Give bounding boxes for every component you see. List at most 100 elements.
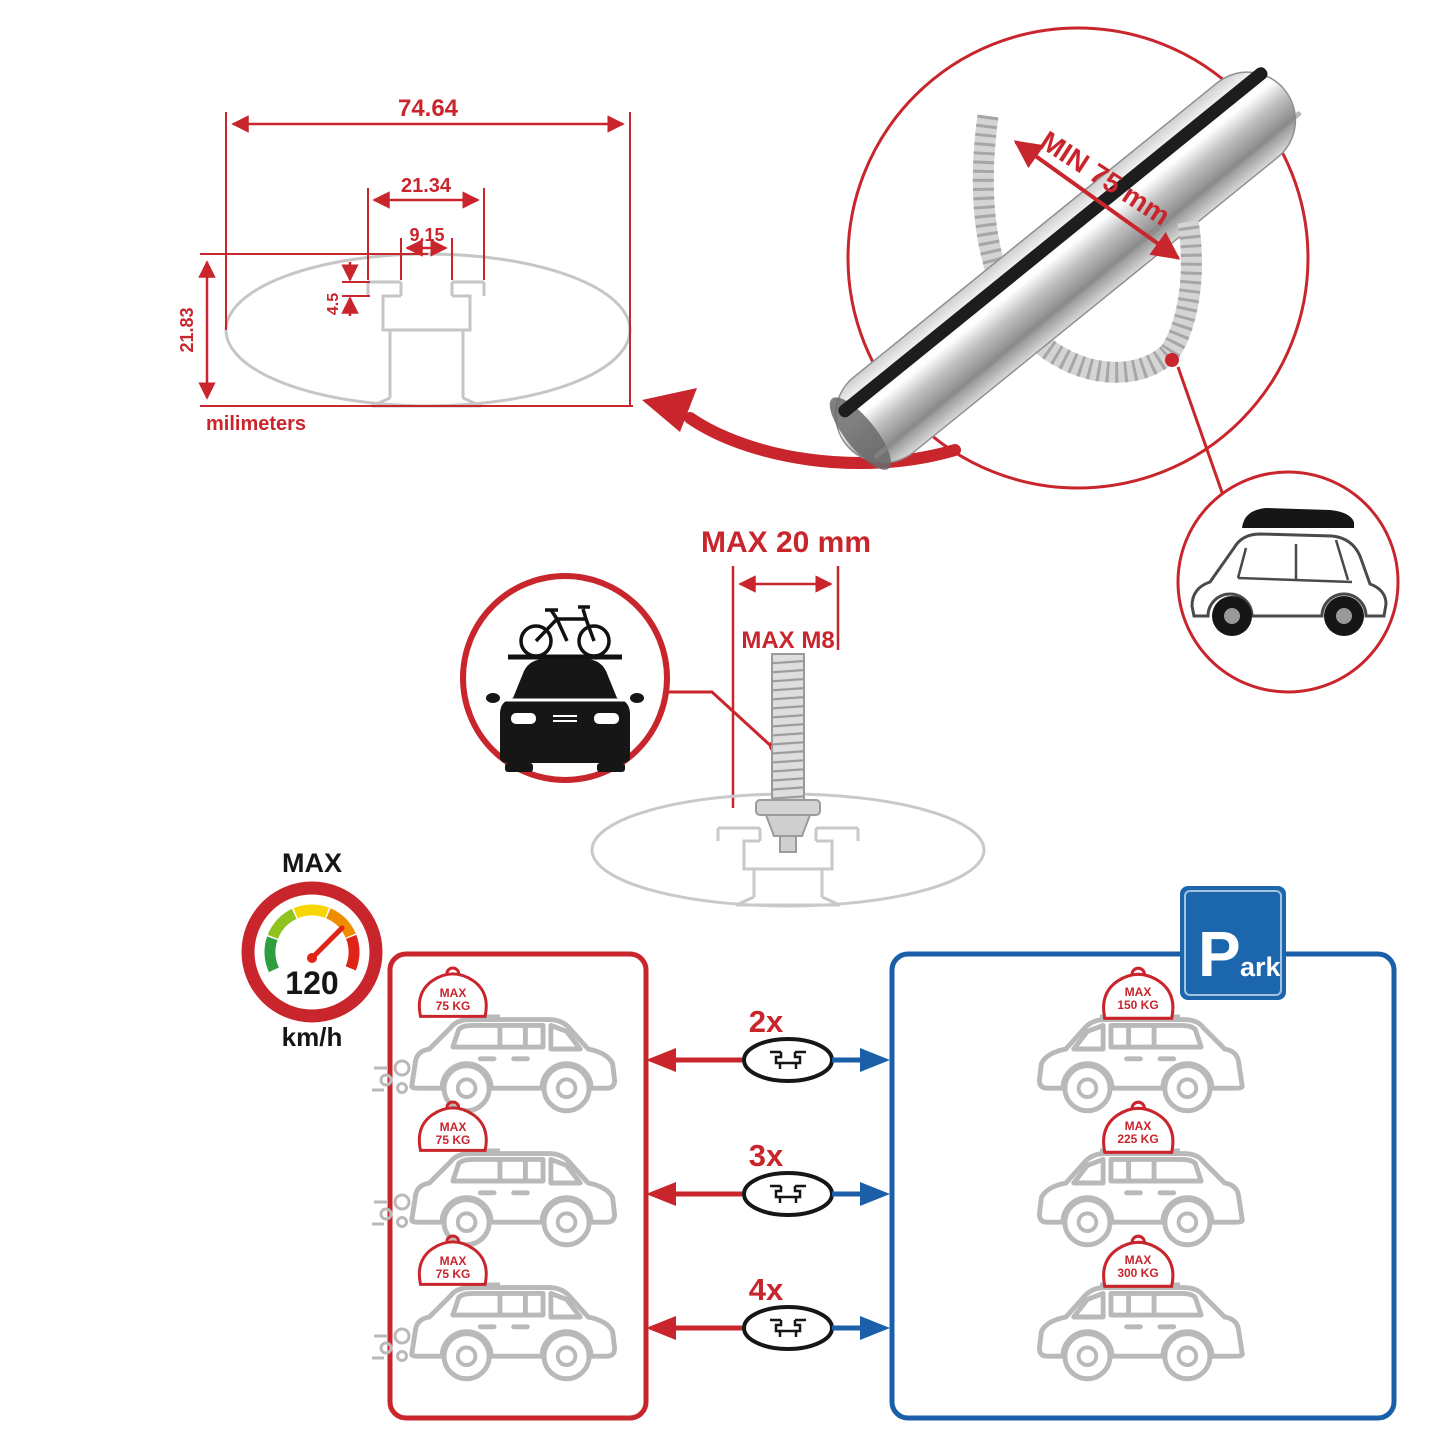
suv-car <box>412 1154 615 1245</box>
crossbar-body <box>834 71 1297 464</box>
car-left-headlight <box>511 713 536 724</box>
gauge-needle <box>309 925 345 961</box>
gauge-needle-pivot <box>307 953 317 963</box>
suv-rear-hub <box>1336 608 1352 624</box>
suv-car <box>1039 1154 1242 1245</box>
crossbar-section-icon <box>742 1305 834 1351</box>
detail-circle <box>846 26 1310 490</box>
gauge-arc-yellow <box>293 904 329 919</box>
bolt-head <box>764 814 812 837</box>
clamp-hook-front-threads <box>1161 220 1202 358</box>
park-sign-frame <box>1184 890 1282 996</box>
speed-title: MAX <box>282 848 342 878</box>
crossbar-profile-drawing: 74.64 21.34 9.15 4.5 21.83 milimeters <box>177 95 633 435</box>
roof-load-max: MAX <box>1125 985 1152 999</box>
gauge-arc-orange <box>325 908 356 939</box>
bolt-detail: MAX 20 mm MAX M8 <box>460 526 986 908</box>
car-left-mirror <box>486 693 500 703</box>
bolt-collar <box>755 799 821 816</box>
speed-unit: km/h <box>282 1022 343 1052</box>
driving-car-row-2: MAX 75 KG <box>372 1100 615 1245</box>
park-sign-suffix: ark <box>1240 952 1282 982</box>
crossbar-shadow-line <box>873 111 1302 459</box>
clamp-hook-rear-threads <box>972 114 1178 383</box>
multiplier-row-1: 2x <box>646 1004 890 1083</box>
suv-car <box>1039 1288 1242 1379</box>
driving-car-row-3: MAX 75 KG <box>372 1234 615 1379</box>
roof-load-max: MAX <box>440 1120 467 1134</box>
dim-plateau-width-label: 21.34 <box>401 175 452 197</box>
crossbar-photo-detail: MIN 75 mm <box>829 26 1400 694</box>
arrow-to-profile <box>642 388 961 469</box>
gauge-arcs <box>264 904 360 973</box>
roof-load-max: MAX <box>1125 1253 1152 1267</box>
crossbar-section-glyph <box>770 1050 806 1069</box>
crossbar-section-icon <box>742 1037 834 1083</box>
crossbar-section-icon <box>742 1171 834 1217</box>
crossbar-section-glyph <box>770 1318 806 1337</box>
multiplier-label: 2x <box>749 1004 784 1039</box>
roof-load-weight: 75 KG <box>436 1267 471 1281</box>
car-front-silhouette <box>500 659 630 763</box>
multiplier-row-3: 4x <box>646 1272 890 1351</box>
roof-load-weight: 75 KG <box>436 999 471 1013</box>
multiplier-label: 3x <box>749 1138 784 1173</box>
bike-frame <box>534 605 596 643</box>
roof-box <box>1242 508 1354 528</box>
car-right-headlight <box>594 713 619 724</box>
suv-window-lines <box>1236 539 1353 584</box>
driving-panel-border <box>387 951 649 1421</box>
suv-car <box>412 1020 615 1111</box>
profile-tslot-shape <box>366 280 486 408</box>
red-arrowhead <box>646 1316 676 1340</box>
red-arrowhead <box>646 1182 676 1206</box>
clamp-hook-front <box>1161 220 1202 358</box>
max-thread-label: MAX M8 <box>741 627 834 654</box>
roof-load-weight: 75 KG <box>436 1133 471 1147</box>
roofbox-car-badge <box>1176 470 1400 694</box>
suv-car <box>412 1288 615 1379</box>
suv-body-outline <box>1190 532 1388 618</box>
dim-slot-width-label: 9.15 <box>409 225 444 245</box>
dimension-extension-lines <box>200 112 633 407</box>
crossbar-tslot-groove <box>838 67 1268 418</box>
roof-load-weight: 150 KG <box>1117 998 1158 1012</box>
bolt-tip <box>779 835 797 853</box>
car-left-wheel <box>505 763 533 772</box>
clamp-point-dot <box>1165 353 1179 367</box>
dim-total-height-label: 21.83 <box>177 307 197 352</box>
red-arrowhead <box>646 1048 676 1072</box>
driving-car-row-1: MAX 75 KG <box>372 966 615 1111</box>
mounting-bolt <box>755 653 821 853</box>
parked-car-row-1: MAX 150 KG <box>1039 966 1242 1111</box>
roof-load-max: MAX <box>440 986 467 1000</box>
parked-car-row-2: MAX 225 KG <box>1039 1100 1242 1245</box>
roof-load-weight: 300 KG <box>1117 1266 1158 1280</box>
roof-load-weight: 225 KG <box>1117 1132 1158 1146</box>
car-right-mirror <box>630 693 644 703</box>
suv-car <box>1039 1020 1242 1111</box>
gauge-arc-lime <box>267 908 297 940</box>
ghost-tslot-shape <box>716 826 860 907</box>
bolt-threads <box>772 654 804 802</box>
speed-value: 120 <box>285 965 338 1001</box>
gauge-arc-green <box>264 936 280 973</box>
min-opening-arrow <box>1013 140 1181 260</box>
bolt-dim-extensions <box>731 566 840 808</box>
arrow-to-profile-shaft <box>684 412 961 469</box>
parked-car-row-3: MAX 300 KG <box>1039 1234 1242 1379</box>
car-right-wheel <box>597 763 625 772</box>
parking-panel-border <box>889 951 1397 1421</box>
dim-lip-height-label: 4.5 <box>325 293 342 315</box>
bike-car-badge <box>460 573 773 783</box>
unit-label: milimeters <box>206 413 306 435</box>
arrow-to-profile-head <box>642 388 697 432</box>
multiplier-label: 4x <box>749 1272 784 1307</box>
load-capacity-panels: MAX 75 KG MAX 75 KG MAX 75 KG MAX 150 KG <box>372 886 1397 1421</box>
max-length-label: MAX 20 mm <box>701 526 871 559</box>
dim-total-width-label: 74.64 <box>398 95 459 122</box>
park-sign: P ark <box>1180 886 1286 1000</box>
roofbox-leader-line <box>1176 366 1226 499</box>
